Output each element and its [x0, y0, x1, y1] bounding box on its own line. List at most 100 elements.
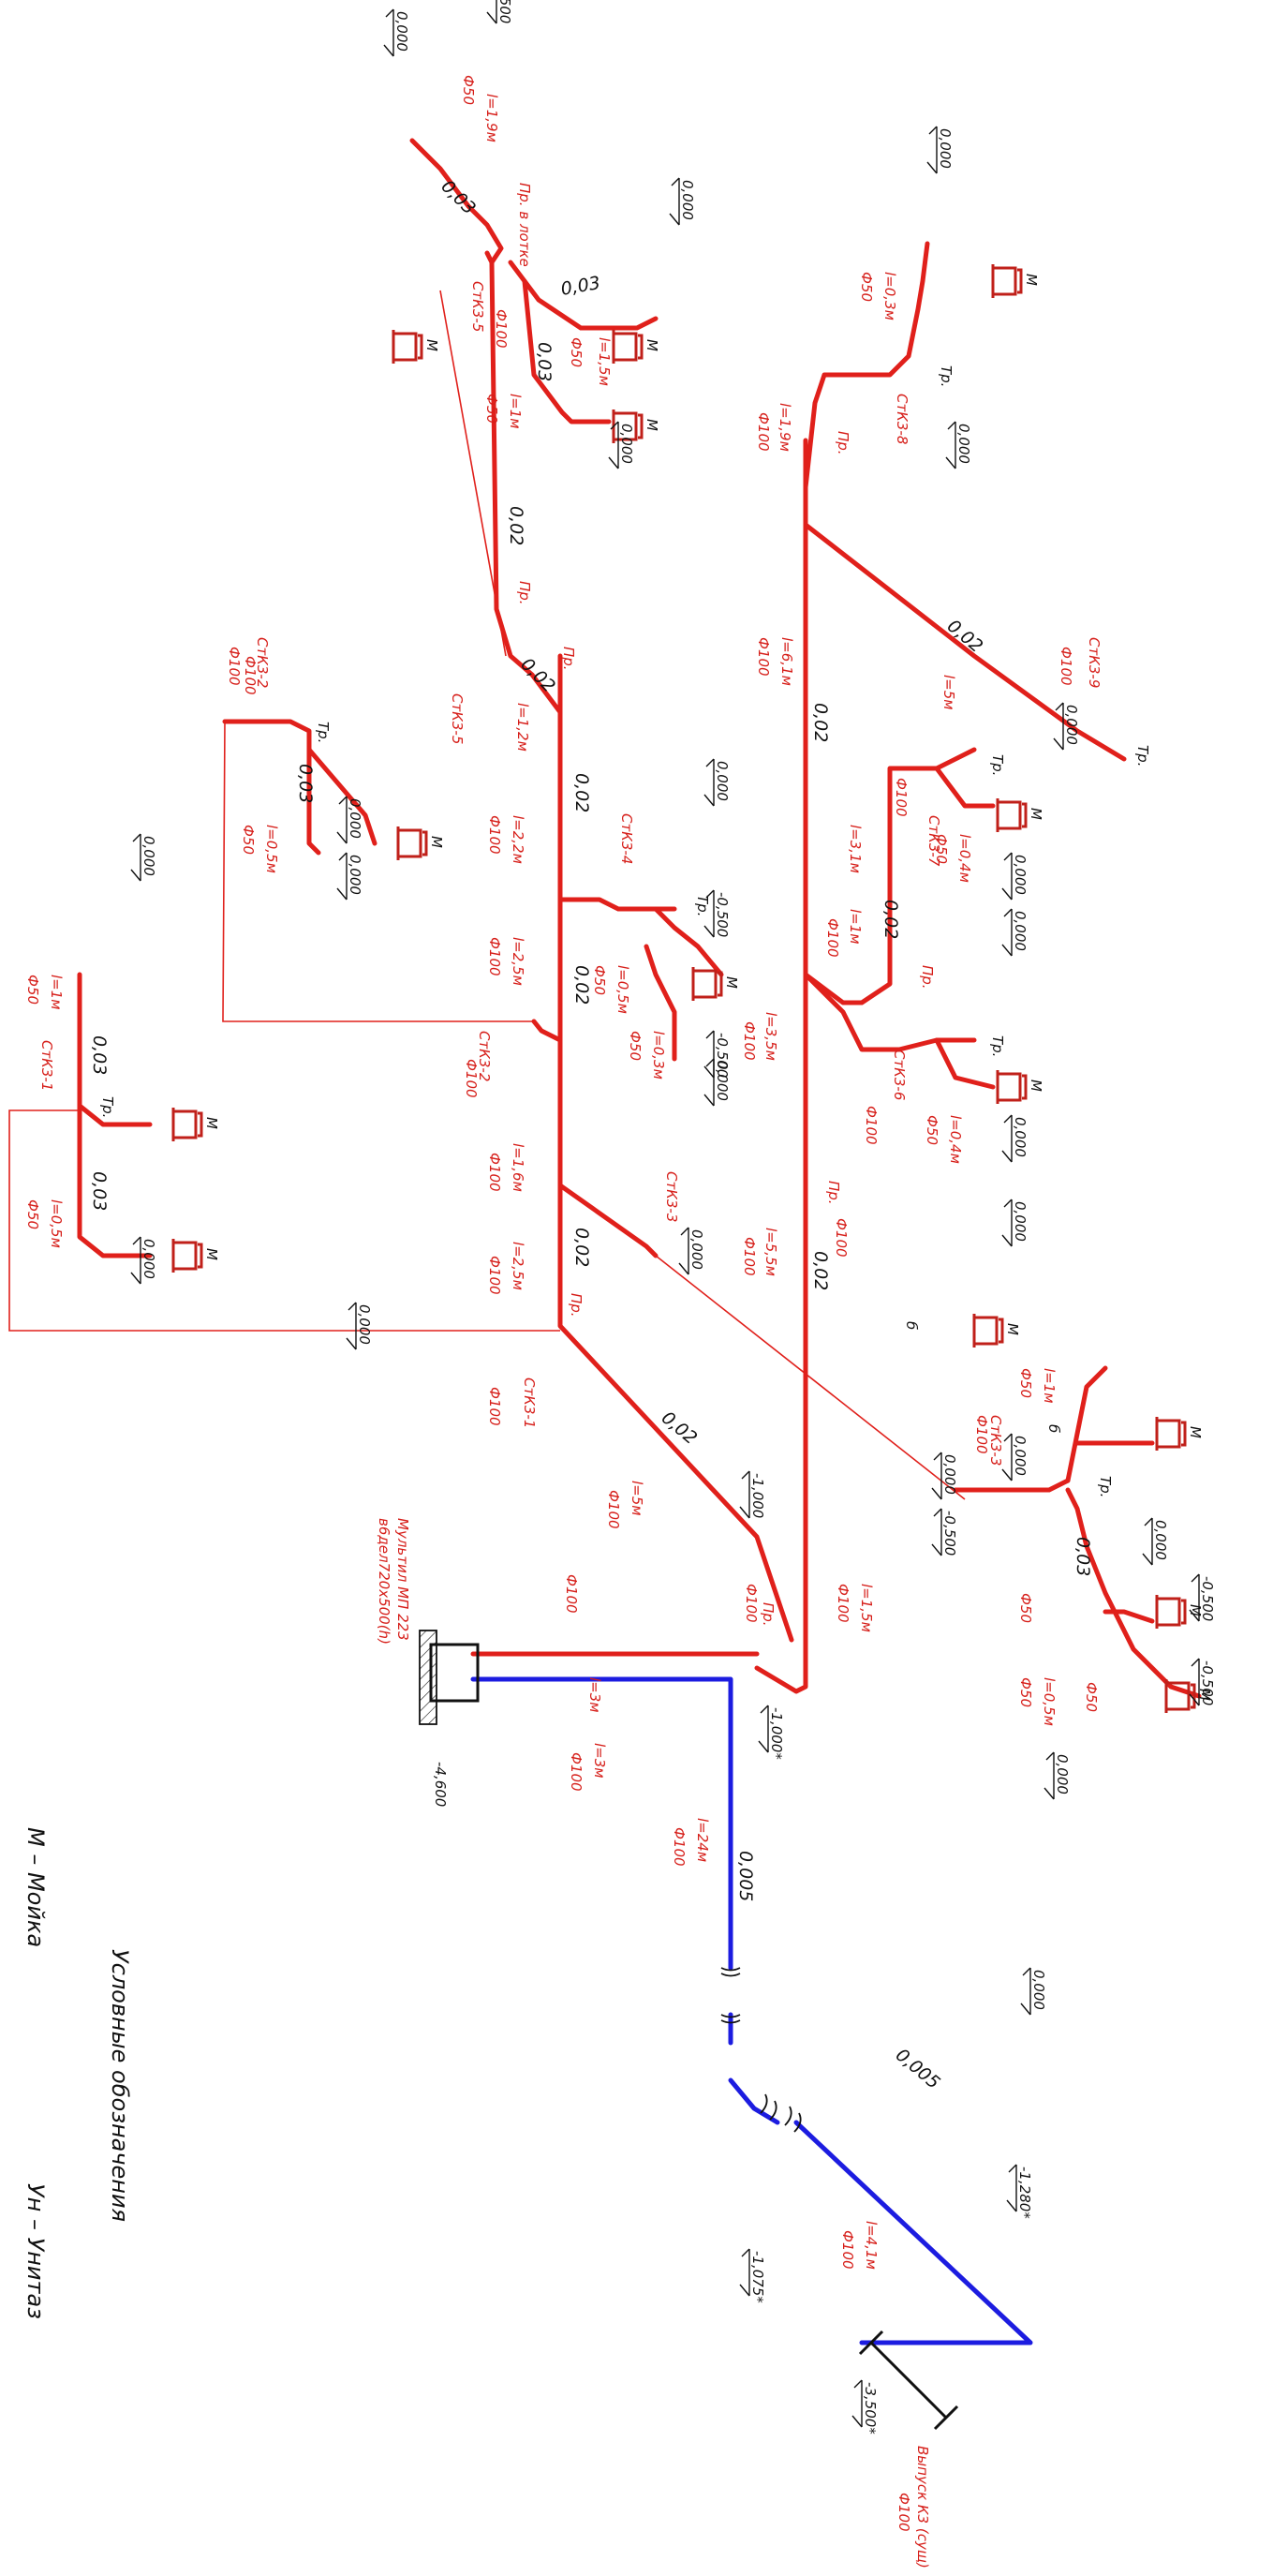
riser-label: СтК3-6	[891, 1050, 908, 1100]
level-text: 0,000	[1030, 1970, 1047, 2010]
trap-label: Тр.	[938, 365, 955, 387]
sink-fixture: М	[691, 967, 740, 1001]
pump-spec: в6дел720х500(h)	[376, 1518, 392, 1645]
length-label: l=4,1м	[863, 2221, 880, 2270]
diameter-label: Ф100	[1058, 647, 1074, 686]
break-mark-4	[784, 2106, 802, 2133]
legend-title: Условные обозначения	[107, 1949, 133, 2222]
diameter-label: Ф100	[486, 815, 503, 855]
length-label: l=2,5м	[510, 937, 526, 986]
pipe-k37-b	[934, 766, 996, 809]
connector-lines	[8, 290, 966, 1500]
diameter-label: Ф100	[863, 1106, 880, 1145]
level-text: -1,280*	[1016, 2167, 1033, 2219]
length-label: l=0,5м	[48, 1199, 65, 1248]
pipe-k33-f	[1103, 1609, 1155, 1624]
pipe-k32-stub	[531, 1019, 563, 1043]
pipe-main-b	[754, 438, 808, 1694]
pump-box	[429, 1643, 480, 1703]
level-text: 0,000	[937, 128, 954, 169]
level-mark: 0,000	[1001, 1199, 1029, 1247]
break-mark-2	[720, 2014, 741, 2024]
pipe-k34-c	[644, 944, 677, 1062]
length-label: l=1,9м	[483, 94, 500, 142]
level-text: 0,000	[393, 11, 410, 52]
level-text: 0,000	[1012, 1201, 1029, 1242]
diameter-label: Ф100	[486, 1256, 503, 1295]
pr-label: Пр.	[835, 431, 851, 455]
riser-label: СтК3-2	[254, 637, 271, 688]
pr-label: Пр.	[568, 1293, 585, 1318]
slope-label: 0,005	[735, 1851, 756, 1901]
diameter-label: Ф100	[973, 1415, 990, 1454]
sink-fixture: М	[996, 798, 1044, 832]
length-label: l=6,1м	[778, 637, 795, 686]
diameter-label: Ф100	[824, 918, 841, 958]
pr-label: Пр.	[760, 1602, 777, 1627]
level-mark: 0,000	[346, 1302, 373, 1350]
level-mark: 0,000	[926, 126, 954, 174]
diameter-label: Ф100	[463, 1059, 480, 1098]
level-mark: -1,075*	[739, 2248, 766, 2303]
pipe-pressure-a	[470, 1676, 733, 1971]
pipe-k35-mid	[508, 260, 659, 331]
sink-mark: М	[644, 339, 660, 351]
pipe-k38	[803, 241, 930, 490]
riser-label: СтК3-1	[521, 1377, 538, 1428]
level-text: 0,000	[714, 1061, 731, 1101]
level-text: -0,500	[1199, 1576, 1216, 1621]
riser-label: СтК3-4	[618, 813, 635, 864]
level-mark: 0,000	[130, 833, 157, 882]
length-label: l=1м	[48, 975, 65, 1010]
sink-fixture: М	[1155, 1595, 1204, 1629]
level-text: -3,500*	[862, 2382, 879, 2435]
length-label: l=1м	[1041, 1368, 1058, 1404]
level-text: 0,000	[356, 1304, 373, 1345]
sink-fixture: М	[991, 264, 1040, 298]
diameter-label: Ф50	[568, 337, 585, 367]
slope-label: 0,02	[810, 1251, 831, 1290]
level-text: -0,500	[1199, 1660, 1216, 1705]
diameter-label: Ф100	[839, 2230, 856, 2270]
level-text: 0,000	[679, 180, 696, 220]
slope-label: 0,03	[89, 1035, 110, 1075]
length-label: l=5м	[629, 1481, 645, 1516]
pump-name: Мультил МП 223	[394, 1518, 411, 1641]
diameter-label: Ф100	[486, 1153, 503, 1192]
level-mark: 0,000	[1020, 1967, 1047, 2016]
pr-label: Пр.	[825, 1181, 842, 1205]
diameter-label: Ф50	[24, 1199, 41, 1229]
pipe-k34	[557, 897, 677, 912]
level-text: 0,000	[1063, 705, 1080, 745]
break-marks	[720, 1967, 802, 2133]
level-text: -1,000	[749, 1473, 766, 1518]
level-text: 0,000	[141, 836, 157, 876]
diameter-label: Ф100	[486, 1387, 503, 1426]
level-text: -0,500	[941, 1511, 958, 1556]
connector-2	[222, 721, 534, 1022]
level-mark: 0,000	[608, 421, 635, 469]
slope-label: 0,03	[1073, 1537, 1093, 1576]
pipe-pressure-c	[728, 2077, 780, 2125]
trap-label: Тр.	[315, 722, 332, 743]
diameter-label: Ф100	[755, 412, 772, 452]
level-mark: 0,000	[945, 421, 972, 469]
diameter-label: Ф100	[486, 937, 503, 976]
pr-label: Пр.	[560, 647, 577, 671]
slope-label: 0,02	[881, 900, 901, 939]
pipe-k31-b	[77, 1103, 153, 1258]
outlet-label: Выпуск К3 (сущ)	[914, 2446, 931, 2569]
sink-mark: М	[423, 339, 440, 351]
diameter-label: Ф50	[1017, 1677, 1034, 1707]
pipe-pressure-d	[793, 2120, 1033, 2345]
length-label: l=1м	[507, 394, 524, 429]
pipe-k35-low	[522, 278, 612, 424]
length-label: l=0,3м	[881, 272, 898, 320]
length-label: l=2,5м	[510, 1242, 526, 1290]
outlet-end-2	[933, 2405, 959, 2431]
diameter-label: Ф100	[755, 637, 772, 677]
length-label: l=1,6м	[510, 1143, 526, 1192]
break-mark-3	[760, 2093, 777, 2121]
sink-mark: М	[723, 976, 740, 989]
slope-label: 0,02	[658, 1407, 702, 1449]
